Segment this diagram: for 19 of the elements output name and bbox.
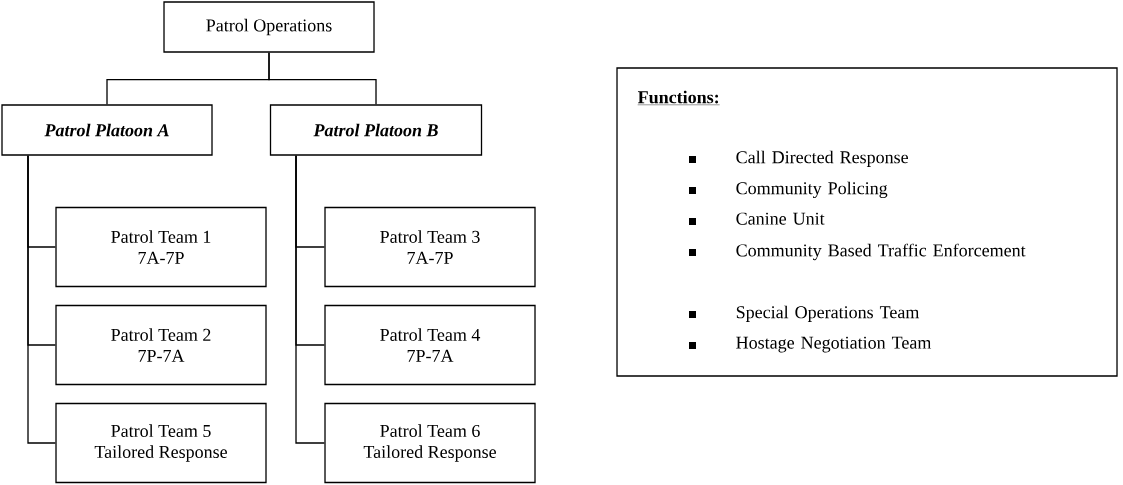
- team-box: Patrol Team 5 Tailored Response: [55, 402, 267, 484]
- bullet-item: Community Based Traffic Enforcement: [689, 243, 1026, 261]
- team-box: Patrol Team 6 Tailored Response: [324, 402, 536, 484]
- bullet-item: Community Policing: [689, 181, 888, 199]
- team-box: Patrol Team 1 7A-7P: [55, 206, 267, 288]
- bullet-item: Canine Unit: [689, 212, 825, 225]
- team-box: Patrol Team 4 7P-7A: [324, 304, 536, 386]
- bullet-item: Call Directed Response: [689, 150, 908, 167]
- team-box: Patrol Team 2 7P-7A: [55, 304, 267, 386]
- org-box: Patrol Operations: [163, 1, 375, 53]
- platoon-box: Patrol Platoon A: [1, 104, 213, 156]
- bullet-item: Hostage Negotiation Team: [689, 336, 932, 353]
- team-box: Patrol Team 3 7A-7P: [324, 206, 536, 288]
- connector-line: [268, 52, 377, 105]
- panel-heading: Functions:: [637, 90, 720, 105]
- platoon-box: Patrol Platoon B: [269, 104, 483, 156]
- bullet-item: Special Operations Team: [689, 305, 920, 322]
- connector-line: [295, 155, 325, 444]
- connector-line: [27, 155, 56, 444]
